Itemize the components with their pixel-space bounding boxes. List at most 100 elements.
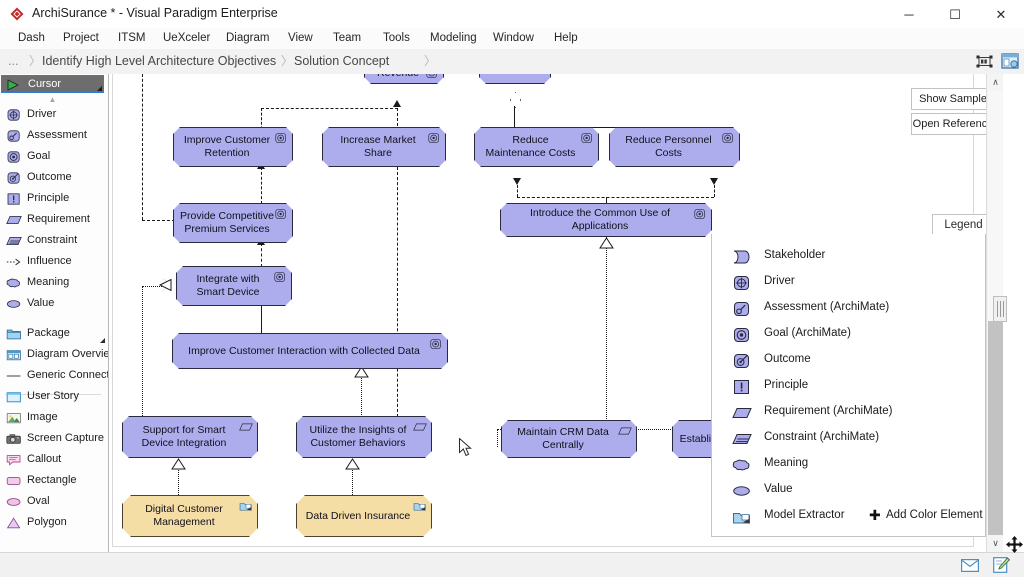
menu-item-help[interactable]: Help [546, 28, 586, 49]
outcome-icon [6, 171, 22, 186]
menu-item-dash[interactable]: Dash [10, 28, 53, 49]
diagram-node-top-partial-right[interactable] [479, 74, 551, 84]
palette-item-cursor[interactable]: Cursor [1, 75, 104, 93]
palette-item-rectangle[interactable]: Rectangle [0, 471, 105, 492]
scrollbar-thumb[interactable] [988, 321, 1003, 535]
assessment-icon [732, 301, 752, 317]
panel-resize-grip[interactable] [993, 296, 1007, 322]
palette-scroll-up[interactable]: ▲ [0, 94, 105, 104]
palette-item-user-story[interactable]: User Story [0, 387, 105, 408]
legend-item-driver[interactable]: Driver [712, 270, 987, 296]
diagram-node-reduce-maintenance-costs[interactable]: Reduce Maintenance Costs [474, 127, 599, 167]
menu-item-window[interactable]: Window [485, 28, 542, 49]
breadcrumb-item-0[interactable]: ... [8, 49, 18, 74]
diagram-node-increase-market-share[interactable]: Increase Market Share [322, 127, 446, 167]
screen-capture-icon [6, 432, 22, 446]
palette-item-diagram-overview[interactable]: Diagram Overview [0, 345, 105, 366]
palette-item-generic-connector[interactable]: Generic Connector [0, 366, 105, 387]
diagram-node-reduce-personnel-costs[interactable]: Reduce Personnel Costs [609, 127, 740, 167]
legend-item-label: Model Extractor [764, 509, 845, 521]
diagram-node-introduce-common-use-applications[interactable]: Introduce the Common Use of Applications [500, 203, 712, 237]
palette-item-outcome[interactable]: Outcome [0, 168, 105, 189]
legend-item-label: Value [764, 483, 793, 495]
palette-item-callout[interactable]: Callout [0, 450, 105, 471]
goal-icon [693, 208, 707, 222]
breadcrumb-item-1[interactable]: Identify High Level Architecture Objecti… [42, 49, 276, 74]
diagram-node-provide-competitive-premium-services[interactable]: Provide Competitive Premium Services [173, 203, 293, 243]
add-color-element-button[interactable]: Add Color Element [886, 509, 983, 521]
diagram-node-utilize-insights-customer-behaviors[interactable]: Utilize the Insights of Customer Behavio… [296, 416, 432, 458]
palette-item-principle[interactable]: Principle [0, 189, 105, 210]
plus-icon[interactable]: ✚ [869, 508, 881, 522]
menu-item-view[interactable]: View [280, 28, 321, 49]
edit-note-icon[interactable] [991, 556, 1011, 574]
diagram-node-digital-customer-management[interactable]: Digital Customer Management [122, 495, 258, 537]
palette-item-goal[interactable]: Goal [0, 147, 105, 168]
outcome-icon [732, 353, 752, 369]
palette-item-driver[interactable]: Driver [0, 105, 105, 126]
fit-selection-icon[interactable] [974, 51, 994, 71]
palette-item-influence[interactable]: Influence [0, 252, 105, 273]
palette-item-meaning[interactable]: Meaning [0, 273, 105, 294]
connector [361, 376, 362, 419]
palette-item-label: Oval [27, 495, 50, 507]
palette-item-screen-capture[interactable]: Screen Capture [0, 429, 105, 450]
mail-icon[interactable] [960, 556, 980, 574]
legend-item-meaning[interactable]: Meaning [712, 452, 987, 478]
menu-item-diagram[interactable]: Diagram [218, 28, 277, 49]
legend-item-value[interactable]: Value [712, 478, 987, 504]
diagram-node-support-smart-device-integration[interactable]: Support for Smart Device Integration [122, 416, 258, 458]
menu-item-project[interactable]: Project [55, 28, 107, 49]
assessment-icon [6, 129, 22, 144]
scroll-down-button[interactable]: ∨ [987, 535, 1004, 552]
minimize-button[interactable]: ─ [886, 0, 932, 28]
legend-item-requirement-archimate[interactable]: Requirement (ArchiMate) [712, 400, 987, 426]
menu-item-uexceler[interactable]: UeXceler [155, 28, 218, 49]
diagram-node-improve-customer-retention[interactable]: Improve Customer Retention [173, 127, 293, 167]
legend-item-goal-archimate[interactable]: Goal (ArchiMate) [712, 322, 987, 348]
legend-item-stakeholder[interactable]: Stakeholder [712, 244, 987, 270]
diagram-node-maintain-crm-data-centrally[interactable]: Maintain CRM Data Centrally [501, 420, 637, 458]
menu-item-tools[interactable]: Tools [375, 28, 418, 49]
menu-item-modeling[interactable]: Modeling [422, 28, 485, 49]
goal-icon [273, 271, 287, 285]
package-icon [6, 327, 22, 341]
diagram-node-revenue[interactable]: Revenue [364, 74, 444, 84]
diagram-node-improve-customer-interaction[interactable]: Improve Customer Interaction with Collec… [172, 333, 448, 369]
legend-item-model-extractor[interactable]: Model Extractor ✚ Add Color Element [712, 504, 987, 530]
palette-item-assessment[interactable]: Assessment [0, 126, 105, 147]
palette-item-requirement[interactable]: Requirement [0, 210, 105, 231]
driver-icon [6, 108, 22, 123]
diagram-node-label: Increase Market Share [329, 134, 427, 160]
open-reference-button[interactable]: Open Reference [911, 113, 987, 135]
menu-item-itsm[interactable]: ITSM [110, 28, 153, 49]
legend-panel[interactable]: Stakeholder Driver Assessment (ArchiMate… [711, 234, 986, 537]
palette-item-constraint[interactable]: Constraint [0, 231, 105, 252]
diagram-node-data-driven-insurance[interactable]: Data Driven Insurance [296, 495, 432, 537]
palette-item-label: Goal [27, 150, 50, 162]
palette-item-polygon[interactable]: Polygon [0, 513, 105, 534]
legend-item-label: Driver [764, 275, 795, 287]
diagram-node-integrate-with-smart-device[interactable]: Integrate with Smart Device [176, 266, 292, 306]
open-panel-icon[interactable] [1000, 51, 1020, 71]
maximize-button[interactable]: ☐ [932, 0, 978, 28]
palette-item-oval[interactable]: Oval [0, 492, 105, 513]
close-button[interactable]: ✕ [978, 0, 1024, 28]
diagram-palette[interactable]: Cursor ▲ ▼ Driver Assessment Goal [0, 74, 109, 552]
legend-item-principle[interactable]: Principle [712, 374, 987, 400]
scroll-up-button[interactable]: ∧ [987, 74, 1004, 91]
legend-item-outcome[interactable]: Outcome [712, 348, 987, 374]
palette-item-image[interactable]: Image [0, 408, 105, 429]
palette-item-value[interactable]: Value [0, 294, 105, 315]
palette-item-label: Package [27, 327, 70, 339]
palette-item-package[interactable]: Package [0, 324, 105, 345]
user-story-icon [6, 390, 22, 405]
breadcrumb-item-2[interactable]: Solution Concept [294, 49, 389, 74]
legend-item-constraint-archimate[interactable]: Constraint (ArchiMate) [712, 426, 987, 452]
image-icon [6, 411, 22, 425]
diagram-overview-icon [6, 348, 22, 362]
menu-item-team[interactable]: Team [325, 28, 369, 49]
show-sample-button[interactable]: Show Sample [911, 88, 987, 110]
legend-item-assessment-archimate[interactable]: Assessment (ArchiMate) [712, 296, 987, 322]
scrollbar-track[interactable] [988, 91, 1003, 321]
